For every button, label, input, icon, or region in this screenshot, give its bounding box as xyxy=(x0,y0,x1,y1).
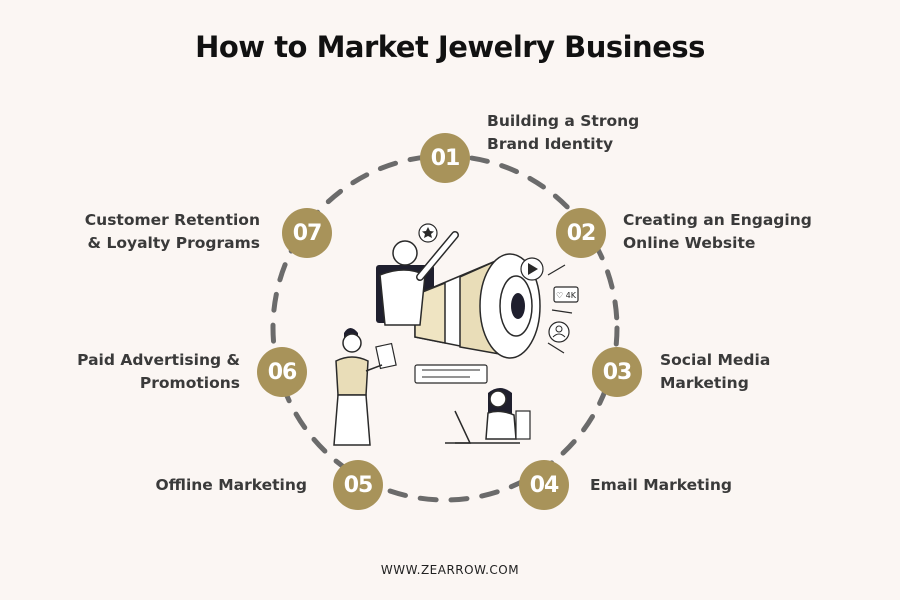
step-label-04: Email Marketing xyxy=(590,476,733,494)
megaphone-icon xyxy=(414,253,541,359)
svg-text:♡ 4K: ♡ 4K xyxy=(556,291,577,300)
step-badge-02: 02 xyxy=(556,208,606,258)
step-badge-06: 06 xyxy=(257,347,307,397)
marketing-illustration: ♡ 4K xyxy=(333,223,579,446)
man-figure xyxy=(379,231,459,326)
step-badge-05: 05 xyxy=(333,460,383,510)
step-label-07: Customer Retention & Loyalty Programs xyxy=(84,211,260,252)
profile-icon xyxy=(548,321,570,343)
step-badge-07: 07 xyxy=(282,208,332,258)
step-label-05: Offline Marketing xyxy=(155,476,307,494)
star-icon xyxy=(418,223,438,243)
step-badge-01: 01 xyxy=(420,133,470,183)
step-label-03: Social Media Marketing xyxy=(660,351,771,392)
step-badge-03: 03 xyxy=(592,347,642,397)
step-label-06: Paid Advertising & Promotions xyxy=(77,351,240,392)
chat-bubble-icon xyxy=(414,364,488,384)
play-icon xyxy=(520,257,544,281)
woman-standing-figure xyxy=(333,328,397,446)
step-badge-04: 04 xyxy=(519,460,569,510)
step-label-01: Building a Strong Brand Identity xyxy=(487,112,640,153)
page-title: How to Market Jewelry Business xyxy=(195,30,705,64)
woman-laptop-figure xyxy=(445,388,531,444)
like-badge: ♡ 4K xyxy=(553,286,579,303)
step-label-02: Creating an Engaging Online Website xyxy=(623,211,812,252)
footer-url: WWW.ZEARROW.COM xyxy=(380,563,520,577)
